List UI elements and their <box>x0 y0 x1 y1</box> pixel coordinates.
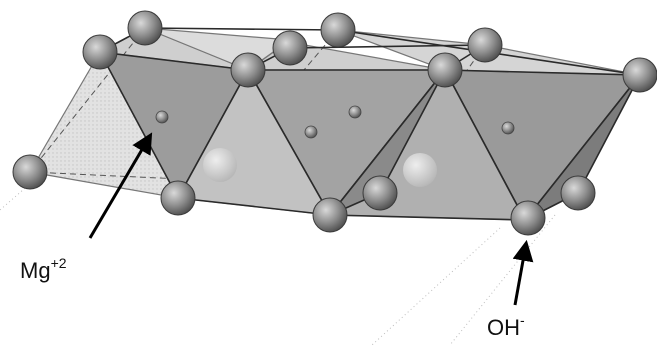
hydroxyl-atom <box>560 175 596 211</box>
hydroxyl-atom-highlighted <box>510 200 546 236</box>
hydroxyl-atom <box>622 57 657 93</box>
hydroxyl-atom <box>12 154 48 190</box>
hydroxyl-atom <box>82 34 118 70</box>
oh-arrow <box>512 239 534 306</box>
hydroxyl-atom <box>272 30 308 66</box>
hydroxyl-atom <box>230 52 266 88</box>
mg-atom <box>348 105 362 119</box>
hydroxyl-atom <box>160 180 196 216</box>
hidden-hydroxyl-atom <box>203 148 237 182</box>
hydroxyl-atom <box>320 12 356 48</box>
mg-atom <box>501 121 515 135</box>
hydroxyl-atom <box>312 197 348 233</box>
hydroxyl-atom <box>467 27 503 63</box>
hydroxyl-atoms <box>12 10 657 236</box>
mg-atom <box>155 110 169 124</box>
mg-label: Mg+2 <box>20 255 67 283</box>
annotation-arrows <box>88 132 534 306</box>
mg-arrow <box>88 132 153 239</box>
oh-label: OH- <box>487 312 525 340</box>
hidden-hydroxyl-atom <box>403 153 437 187</box>
front-faces <box>99 51 641 221</box>
hydroxyl-atom <box>427 52 463 88</box>
hydroxyl-atom <box>362 175 398 211</box>
hydroxyl-atom <box>127 10 163 46</box>
hidden-atoms <box>203 148 437 187</box>
mg-cations <box>155 105 515 139</box>
mg-atom <box>304 125 318 139</box>
